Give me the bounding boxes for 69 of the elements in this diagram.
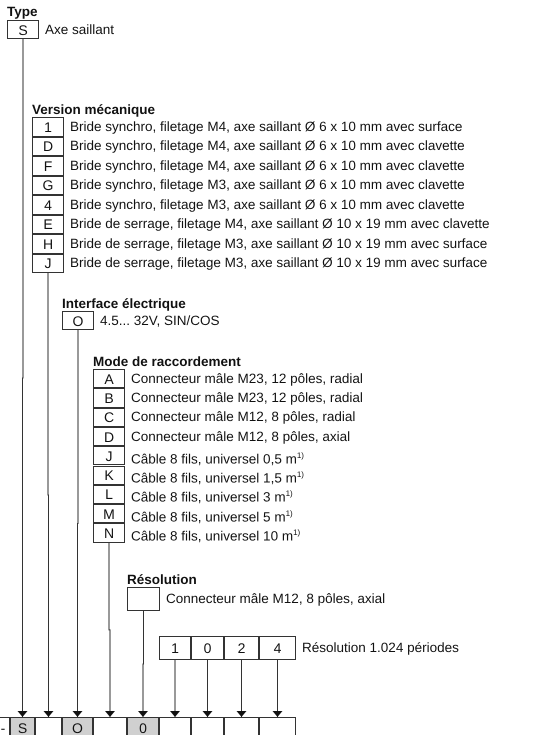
section-heading: Interface électrique: [62, 296, 186, 311]
option-description: Connecteur mâle M23, 12 pôles, radial: [131, 390, 363, 406]
code-box: B: [93, 388, 125, 408]
option-description: Axe saillant: [45, 22, 114, 38]
option-description: Câble 8 fils, universel 3 m$^{1)}$: [131, 488, 293, 506]
section-heading: Type: [7, 4, 38, 19]
code-box: M: [93, 504, 125, 524]
code-box: 4: [259, 636, 296, 660]
option-description: Bride synchro, filetage M4, axe saillant Ø 6 x 10 mm avec clavette: [70, 158, 465, 174]
code-box: K: [93, 466, 125, 485]
arrow: [274, 660, 280, 718]
code-box: C: [93, 408, 125, 427]
code-box: 4: [32, 195, 64, 214]
option-description: Connecteur mâle M12, 8 pôles, radial: [131, 409, 356, 426]
option-description: Câble 8 fils, universel 1,5 m$^{1)}$: [131, 469, 304, 487]
arrow: [74, 330, 80, 718]
code-cell: [259, 717, 296, 735]
section-heading: Résolution: [127, 572, 197, 587]
option-description: Connecteur mâle M12, 8 pôles, axial: [131, 428, 350, 445]
arrow: [46, 272, 52, 718]
code-box: S: [7, 20, 39, 39]
code-box: J: [32, 254, 64, 273]
code-box: D: [32, 136, 64, 156]
code-box: D: [93, 426, 125, 446]
code-cell: [35, 717, 62, 735]
code-box: E: [32, 214, 64, 234]
option-description: Bride synchro, filetage M4, axe saillant Ø 6 x 10 mm avec clavette: [70, 138, 465, 154]
option-description: Bride synchro, filetage M3, axe saillant Ø 6 x 10 mm avec clavette: [70, 196, 465, 213]
code-cell: [159, 717, 191, 735]
code-cell: O: [62, 717, 93, 735]
code-cell: [191, 717, 224, 735]
code-box: L: [93, 484, 125, 504]
code-cell: -: [0, 717, 10, 735]
code-box: A: [93, 369, 125, 388]
code-cell: S: [10, 717, 35, 735]
code-box: 1: [159, 636, 191, 660]
arrow: [140, 610, 146, 718]
arrow: [204, 660, 210, 718]
option-description: Bride de serrage, filetage M3, axe saillant Ø 10 x 19 mm avec surface: [70, 255, 488, 272]
arrow: [172, 660, 178, 718]
code-box: J: [93, 446, 125, 466]
code-cell: 0: [127, 717, 159, 735]
arrow: [20, 38, 26, 718]
option-description: Connecteur mâle M12, 8 pôles, axial: [166, 591, 386, 607]
section-heading: Version mécanique: [32, 102, 156, 117]
section-heading: Mode de raccordement: [93, 354, 241, 369]
option-description: Bride de serrage, filetage M4, axe saillant Ø 10 x 19 mm avec clavette: [70, 216, 490, 232]
option-description: Résolution 1.024 périodes: [302, 640, 459, 656]
arrow: [107, 542, 113, 718]
code-cell: [93, 717, 127, 735]
code-box: 1: [32, 117, 64, 136]
option-description: Connecteur mâle M23, 12 pôles, radial: [131, 370, 363, 387]
code-box: H: [32, 234, 64, 254]
code-box: G: [32, 176, 64, 195]
option-description: Bride de serrage, filetage M3, axe saillant Ø 10 x 19 mm avec surface: [70, 236, 488, 252]
option-description: Câble 8 fils, universel 5 m$^{1)}$: [131, 508, 293, 526]
code-box: N: [93, 523, 125, 543]
option-description: Bride synchro, filetage M3, axe saillant Ø 6 x 10 mm avec clavette: [70, 177, 465, 194]
option-description: 4.5... 32V, SIN/COS: [100, 312, 220, 328]
code-box: [127, 587, 160, 611]
option-description: Bride synchro, filetage M4, axe saillant Ø 6 x 10 mm avec surface: [70, 118, 462, 135]
arrow: [238, 660, 244, 718]
code-box: F: [32, 156, 64, 176]
option-description: Câble 8 fils, universel 0,5 m$^{1)}$: [131, 450, 304, 468]
code-cell: [224, 717, 259, 735]
code-box: 0: [191, 636, 224, 660]
code-box: 2: [224, 636, 259, 660]
code-box: O: [62, 311, 94, 330]
option-description: Câble 8 fils, universel 10 m$^{1)}$: [131, 527, 300, 545]
